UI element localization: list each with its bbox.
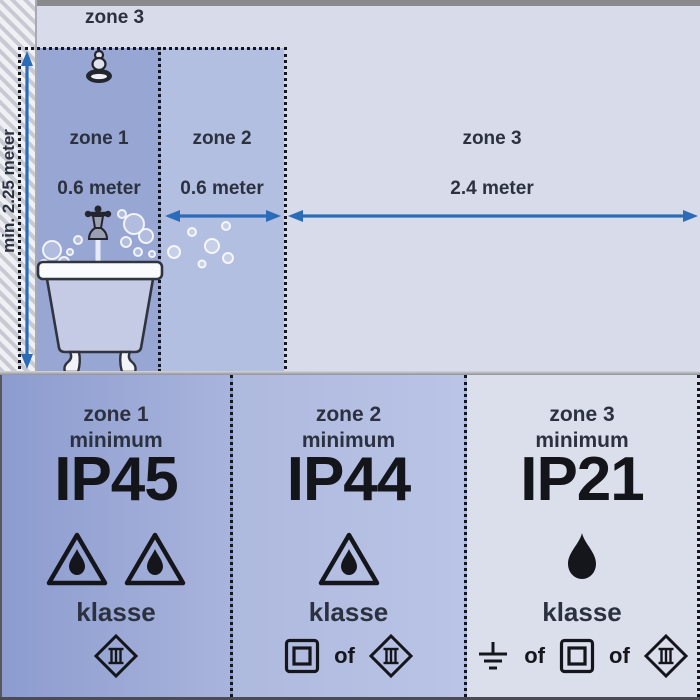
panel-zone3-title: zone 3	[549, 403, 615, 426]
zone3-dim-label: 2.4 meter	[450, 178, 534, 199]
class-ii-double-square-icon	[285, 638, 320, 674]
panel-zone2-ip-rating: IP44	[286, 445, 412, 514]
panel-zone1-klasse-label: klasse	[76, 597, 156, 627]
panel-zone2-symbols	[233, 521, 464, 597]
panel-zone3-klasse-label: klasse	[542, 597, 622, 627]
panel-zone1-ip-rating: IP45	[54, 445, 179, 514]
class-iii-diamond-icon	[643, 633, 688, 679]
panel-zone1-minimum-label: minimum	[69, 429, 163, 452]
panel-zone2-minimum-label: minimum	[301, 429, 396, 452]
shower-head-icon	[86, 50, 112, 83]
ceiling-bar	[28, 0, 700, 6]
bubbles-icon	[39, 209, 156, 269]
or-word: of	[334, 643, 355, 668]
panel-zone1-symbols	[2, 521, 230, 597]
bath-faucet-icon	[84, 205, 112, 264]
water-drop-triangle-icon	[124, 532, 186, 586]
zone2-region	[161, 48, 284, 372]
height-dimension-arrow-icon	[21, 51, 33, 369]
bathtub-icon	[36, 205, 164, 374]
ip-requirements-panels: zone 1 minimum IP45 klasse	[0, 375, 700, 700]
zone1-dim-label: 0.6 meter	[57, 178, 141, 199]
panel-zone2-title: zone 2	[315, 403, 382, 426]
zone1-zone2-divider	[158, 47, 161, 372]
wall-height-label: min. 2.25 meter	[0, 129, 18, 253]
panel-zone2: zone 2 minimum IP44 klasse of	[233, 375, 467, 697]
zone2-dimension-arrow-icon	[165, 210, 281, 222]
tub-rim	[36, 260, 164, 281]
or-word: of	[609, 643, 630, 668]
panel-zone2-class-symbols: of	[233, 633, 464, 679]
tub-body	[45, 277, 155, 354]
class-iii-diamond-icon	[368, 633, 413, 679]
panel-zone1: zone 1 minimum IP45 klasse	[0, 375, 233, 697]
panel-zone3-class-symbols: of of	[467, 633, 697, 679]
or-word: of	[524, 643, 545, 668]
panel-zone3-minimum-label: minimum	[535, 429, 629, 452]
water-drop-triangle-icon	[46, 532, 108, 586]
panel-zone1-class-symbols	[2, 633, 230, 679]
zone3-dimension-arrow-icon	[288, 210, 698, 222]
floor-bar	[0, 371, 700, 375]
water-drop-icon	[568, 533, 596, 580]
panel-zone3-symbols	[467, 521, 697, 597]
panel-zone3: zone 3 minimum IP21 klasse of	[467, 375, 700, 697]
panel-zone3-ip-rating: IP21	[520, 445, 645, 514]
zone2-label: zone 2	[192, 128, 252, 149]
class-ii-double-square-icon	[559, 638, 595, 674]
zone1-label: zone 1	[69, 128, 129, 149]
zone2-dim-label: 0.6 meter	[180, 178, 264, 199]
bubbles-zone2-icon	[167, 221, 234, 269]
panel-zone2-klasse-label: klasse	[308, 597, 389, 627]
class-iii-diamond-icon	[93, 633, 139, 679]
water-drop-triangle-icon	[318, 532, 379, 586]
tub-leg-right	[119, 350, 137, 374]
earth-ground-icon	[479, 642, 508, 670]
tub-leg-left	[63, 350, 81, 374]
zone3-label: zone 3	[462, 128, 522, 149]
panel-zone1-title: zone 1	[83, 403, 149, 426]
ceiling-zone-label: zone 3	[85, 7, 145, 28]
zone-diagram: zone 3 min. 2.25 meter zone 1 0.6 meter …	[0, 0, 700, 375]
